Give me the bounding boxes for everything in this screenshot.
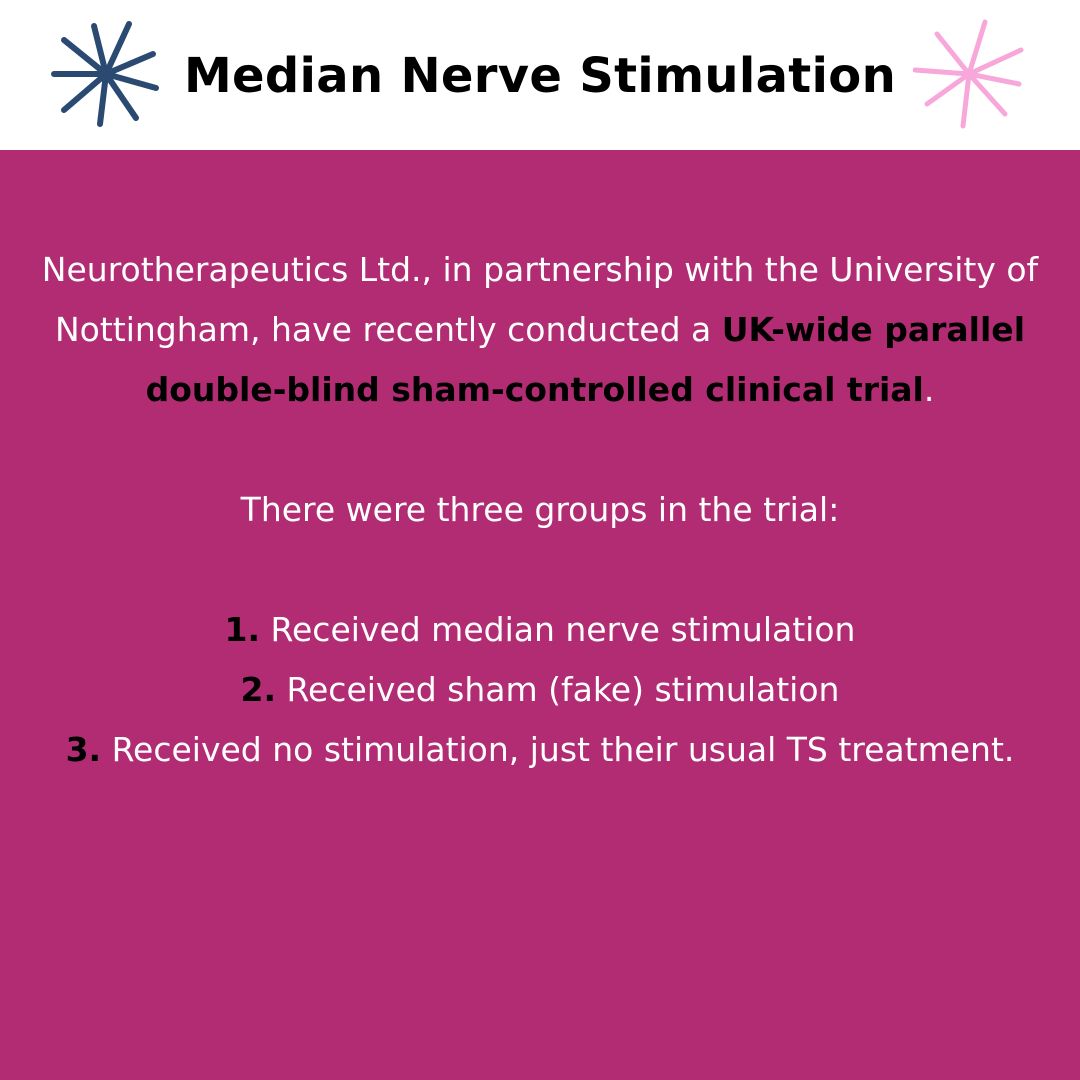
- group-number: 1.: [224, 610, 261, 649]
- header-bar: Median Nerve Stimulation: [0, 0, 1080, 150]
- group-item-3: 3. Received no stimulation, just their u…: [40, 720, 1040, 780]
- page-title: Median Nerve Stimulation: [183, 48, 897, 104]
- spacer: [40, 540, 1040, 600]
- spacer: [40, 420, 1040, 480]
- asterisk-star-icon: [913, 18, 1025, 130]
- group-number: 2.: [240, 670, 277, 709]
- group-item-2: 2. Received sham (fake) stimulation: [40, 660, 1040, 720]
- group-text: Received no stimulation, just their usua…: [111, 730, 1015, 769]
- intro-paragraph: Neurotherapeutics Ltd., in partnership w…: [40, 240, 1040, 420]
- intro-text: Neurotherapeutics Ltd., in partnership w…: [41, 250, 1039, 349]
- group-number: 3.: [65, 730, 102, 769]
- group-text: Received sham (fake) stimulation: [286, 670, 840, 709]
- right-star-icon: [913, 19, 1024, 129]
- group-item-1: 1. Received median nerve stimulation: [40, 600, 1040, 660]
- group-text: Received median nerve stimulation: [270, 610, 856, 649]
- groups-heading: There were three groups in the trial:: [240, 490, 840, 529]
- asterisk-star-icon: [50, 18, 162, 130]
- intro-end-punctuation: .: [923, 370, 935, 409]
- trial-description-bold: UK-wide parallel double-blind sham-contr…: [145, 310, 1026, 409]
- left-star-icon: [51, 21, 159, 127]
- body-content: Neurotherapeutics Ltd., in partnership w…: [40, 240, 1040, 780]
